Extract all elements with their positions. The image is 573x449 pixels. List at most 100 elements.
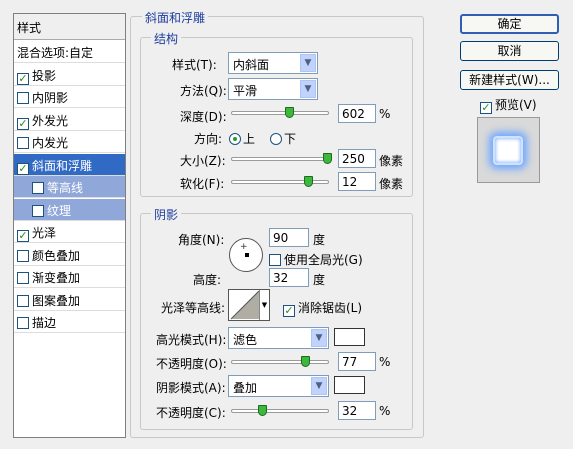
highlight-mode-label: 高光模式(H): [156,333,227,347]
list-item[interactable]: 纹理 [14,198,125,221]
global-light-label: 使用全局光(G) [284,253,363,267]
size-label: 大小(Z): [180,154,226,168]
shadow-mode-select[interactable]: 叠加 ▼ [228,375,329,397]
checkmark-icon[interactable]: ✓ [17,116,29,130]
ok-button[interactable]: 确定 [460,14,559,34]
checkmark-icon[interactable]: ✓ [17,71,29,85]
list-item[interactable]: ✓斜面和浮雕 [14,153,125,176]
list-item-label: 投影 [32,68,57,83]
chevron-down-icon[interactable]: ▼ [300,80,316,98]
list-item-label: 光泽 [32,226,57,240]
checkmark-icon[interactable]: ✓ [17,161,29,175]
direction-up-radio[interactable]: 上 [229,130,255,147]
method-select[interactable]: 平滑 ▼ [228,78,318,100]
depth-label: 深度(D): [180,110,227,124]
shadow-opacity-slider[interactable] [231,405,329,416]
list-item[interactable]: 内阴影 [14,86,125,108]
list-item[interactable]: 描边 [14,311,125,333]
depth-input[interactable] [338,104,376,123]
altitude-label: 高度: [193,273,222,287]
checkbox-icon[interactable] [17,317,29,329]
list-item-label: 斜面和浮雕 [32,158,93,173]
angle-unit: 度 [313,233,326,247]
list-item-label: 等高线 [47,181,84,195]
size-slider-thumb[interactable] [323,153,332,164]
list-item[interactable]: ✓投影 [14,63,125,86]
list-item[interactable]: 等高线 [14,176,125,198]
shadow-opacity-slider-thumb[interactable] [257,405,267,416]
depth-slider[interactable] [231,107,329,118]
list-item[interactable]: 渐变叠加 [14,266,125,288]
soften-slider-thumb[interactable] [303,176,313,187]
radio-on-icon[interactable] [229,133,241,145]
list-item-label: 外发光 [32,113,69,128]
list-item-label: 纹理 [47,203,72,218]
depth-unit: % [379,107,391,121]
styles-header[interactable]: 样式 [14,14,125,40]
highlight-opacity-slider-thumb[interactable] [300,356,310,367]
list-item[interactable]: 颜色叠加 [14,243,125,266]
size-input[interactable] [338,149,376,168]
highlight-opacity-label: 不透明度(O): [156,357,227,371]
highlight-mode-value: 滤色 [233,333,258,347]
list-item[interactable]: 图案叠加 [14,288,125,311]
gloss-contour-label: 光泽等高线: [161,301,226,315]
style-label: 样式(T): [172,58,217,72]
bevel-emboss-title: 斜面和浮雕 [142,9,209,26]
style-select[interactable]: 内斜面 ▼ [228,52,318,74]
radio-off-icon[interactable] [270,133,282,145]
checkbox-icon[interactable] [17,294,29,307]
global-light-checkbox[interactable]: 使用全局光(G) [269,251,363,268]
checkmark-icon[interactable]: ✓ [283,304,295,317]
highlight-opacity-input[interactable] [338,352,376,371]
new-style-button[interactable]: 新建样式(W)... [460,70,559,90]
direction-down-radio[interactable]: 下 [270,130,296,147]
shadow-color-swatch[interactable] [334,376,365,394]
chevron-down-icon[interactable]: ▼ [259,290,269,320]
highlight-mode-select[interactable]: 滤色 ▼ [228,327,329,349]
shadow-opacity-input[interactable] [338,401,376,420]
highlight-color-swatch[interactable] [334,328,365,346]
size-slider[interactable] [231,153,332,164]
angle-dial[interactable]: + [229,238,263,272]
list-item-label: 内发光 [32,136,69,150]
chevron-down-icon[interactable]: ▼ [311,329,327,347]
angle-dial-dot [245,253,249,257]
highlight-opacity-unit: % [379,355,391,369]
list-item[interactable]: 内发光 [14,131,125,153]
checkbox-icon[interactable] [17,272,29,284]
checkmark-icon[interactable]: ✓ [17,229,29,242]
shadow-opacity-unit: % [379,404,391,418]
altitude-input[interactable] [269,268,309,287]
preview-checkbox[interactable]: ✓预览(V) [480,96,537,114]
anti-alias-checkbox[interactable]: ✓消除锯齿(L) [283,299,362,317]
soften-slider[interactable] [231,176,329,187]
anti-alias-label: 消除锯齿(L) [298,301,363,315]
angle-label: 角度(N): [178,233,225,247]
highlight-opacity-slider[interactable] [231,356,329,367]
list-item-label: 内阴影 [32,91,69,105]
angle-input[interactable] [269,228,309,247]
depth-slider-thumb[interactable] [284,107,294,118]
crosshair-icon: + [240,242,248,252]
chevron-down-icon[interactable]: ▼ [311,377,327,395]
list-item[interactable]: 混合选项:自定 [14,41,125,63]
checkbox-icon[interactable] [17,137,29,149]
soften-input[interactable] [338,172,376,191]
preview-glow [493,136,523,165]
checkbox-icon[interactable] [32,204,44,217]
shadow-mode-label: 阴影模式(A): [156,381,226,395]
bevel-emboss-group [130,16,424,438]
checkbox-icon[interactable] [269,254,281,266]
list-item-label: 描边 [32,316,57,330]
list-item[interactable]: ✓光泽 [14,221,125,243]
checkbox-icon[interactable] [17,92,29,104]
list-item[interactable]: ✓外发光 [14,108,125,131]
chevron-down-icon[interactable]: ▼ [300,54,316,72]
checkmark-icon[interactable]: ✓ [480,101,492,114]
checkbox-icon[interactable] [17,249,29,262]
contour-curve-icon [230,290,260,320]
gloss-contour-picker[interactable]: ▼ [228,289,270,321]
cancel-button[interactable]: 取消 [460,41,559,61]
checkbox-icon[interactable] [32,182,44,194]
